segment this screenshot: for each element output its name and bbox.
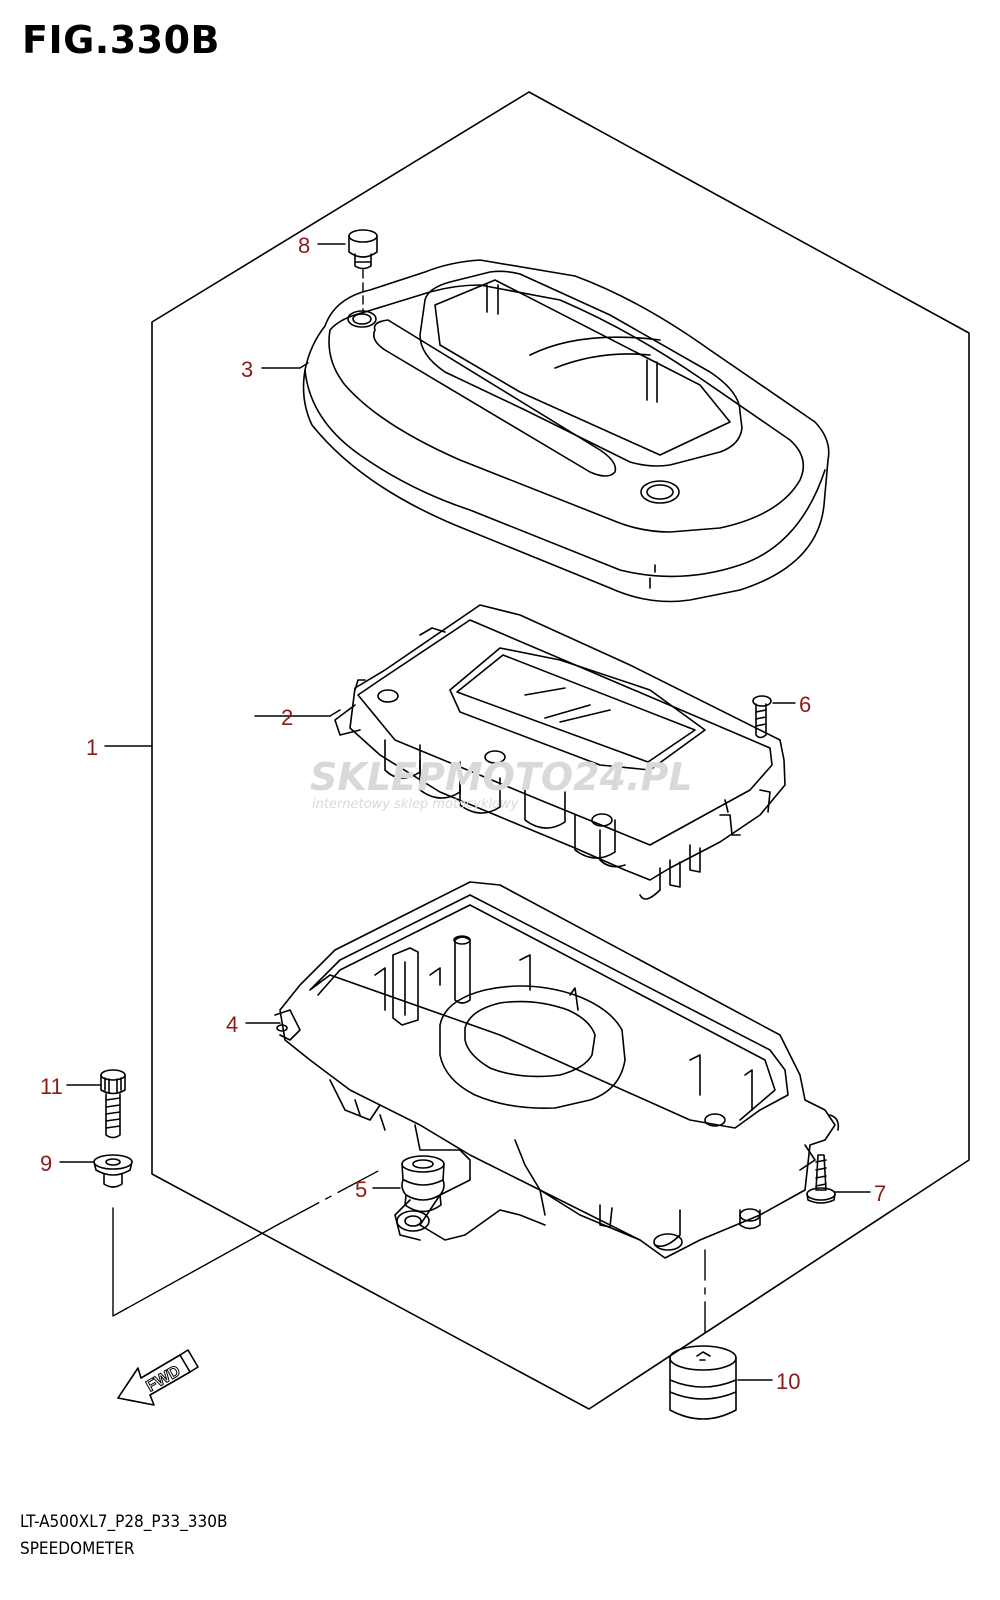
part-4-lower-case[interactable] <box>274 881 840 1259</box>
watermark: SKLEPMOTO24.PL internetowy sklep motocyk… <box>310 755 693 812</box>
callout-8[interactable]: 8 <box>298 233 310 258</box>
callout-5[interactable]: 5 <box>355 1177 367 1202</box>
callout-4[interactable]: 4 <box>226 1012 238 1037</box>
callout-6[interactable]: 6 <box>799 692 811 717</box>
callout-9[interactable]: 9 <box>40 1151 52 1176</box>
assembly-boundary <box>151 91 970 1410</box>
callout-2[interactable]: 2 <box>281 705 293 730</box>
part-10-cushion[interactable] <box>669 1345 737 1420</box>
watermark-tagline: internetowy sklep motocyklowy <box>312 797 519 812</box>
watermark-brand: SKLEPMOTO24.PL <box>310 755 693 799</box>
diagram-caption: SPEEDOMETER <box>20 1539 135 1559</box>
part-8-screw[interactable] <box>348 229 378 270</box>
callout-3[interactable]: 3 <box>241 357 253 382</box>
part-5-grommet[interactable] <box>401 1155 445 1213</box>
fwd-arrow-label: FWD <box>144 1363 184 1396</box>
part-11-bolt[interactable] <box>100 1069 126 1139</box>
callout-7[interactable]: 7 <box>874 1181 886 1206</box>
figure-title: FIG.330B <box>22 18 221 62</box>
part-6-screw[interactable] <box>752 695 772 739</box>
part-2-meter-unit[interactable] <box>334 604 786 900</box>
callout-1[interactable]: 1 <box>86 735 98 760</box>
part-7-screw[interactable] <box>806 1154 836 1204</box>
part-9-collar[interactable] <box>93 1154 133 1188</box>
callout-10[interactable]: 10 <box>776 1369 800 1394</box>
leader-lines <box>59 243 871 1381</box>
part-3-upper-cover[interactable] <box>302 259 830 603</box>
callout-11[interactable]: 11 <box>40 1074 63 1099</box>
callout-labels: 1 2 3 4 5 6 7 8 9 10 11 <box>40 233 886 1394</box>
fwd-arrow: FWD <box>117 1349 199 1406</box>
diagram-code: LT-A500XL7_P28_P33_330B <box>20 1512 228 1532</box>
